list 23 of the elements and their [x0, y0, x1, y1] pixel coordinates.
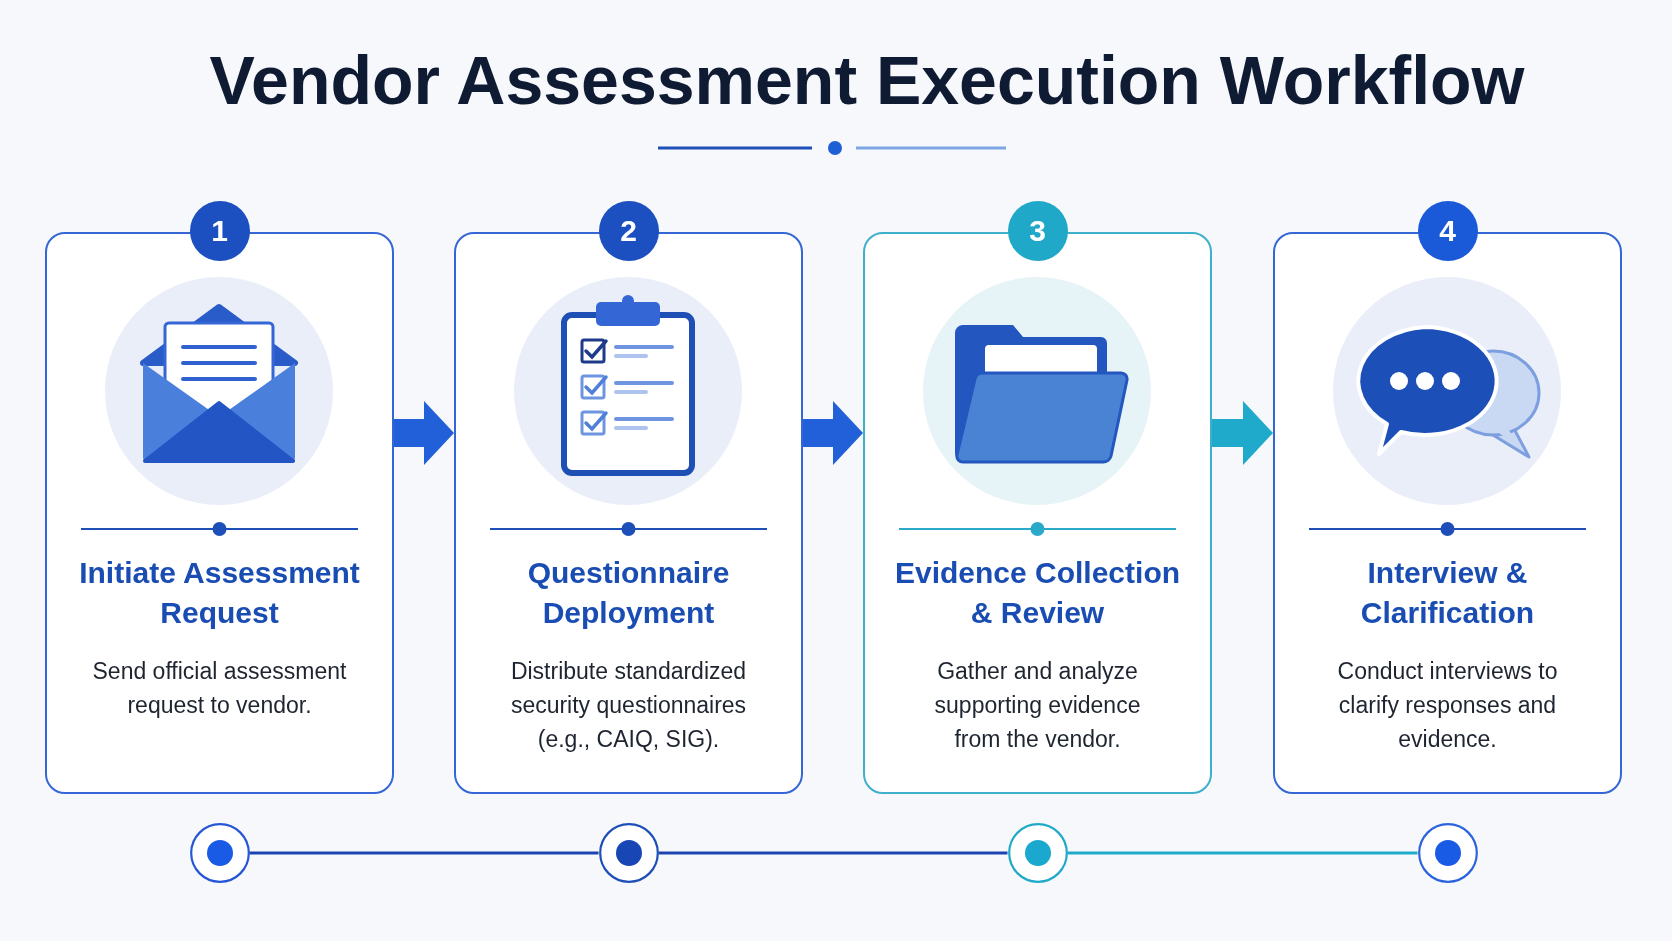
step-number-badge: 2: [598, 201, 659, 261]
step-number-badge: 3: [1007, 201, 1068, 261]
step-title: Questionnaire Deployment: [526, 555, 731, 631]
diagram-title: Vendor Assessment Execution Workflow: [209, 41, 1525, 120]
step-title: Evidence Collection & Review: [893, 555, 1182, 631]
timeline-node: [1417, 823, 1478, 883]
step-number-badge: 1: [189, 201, 250, 261]
step-description: Conduct interviews to clarify responses and evidence.: [1336, 657, 1559, 754]
timeline-node: [189, 823, 250, 883]
timeline-connector: [249, 851, 599, 855]
timeline-node: [1007, 823, 1068, 883]
timeline-node: [598, 823, 659, 883]
timeline-connector: [658, 851, 1008, 855]
flow-arrow: [1212, 401, 1273, 465]
step-number-badge: 4: [1417, 201, 1478, 261]
step-title: Initiate Assessment Request: [78, 555, 361, 631]
timeline-connector: [1067, 851, 1418, 855]
step-title: Interview & Clarification: [1359, 555, 1536, 631]
step-description: Gather and analyze supporting evidence from the vendor.: [933, 657, 1142, 754]
step-description: Distribute standardized security questionnaires (e.g., CAIQ, SIG).: [509, 657, 748, 754]
flow-arrow: [394, 401, 454, 465]
step-description: Send official assessment request to vendor.: [91, 657, 348, 720]
flow-arrow: [803, 401, 863, 465]
